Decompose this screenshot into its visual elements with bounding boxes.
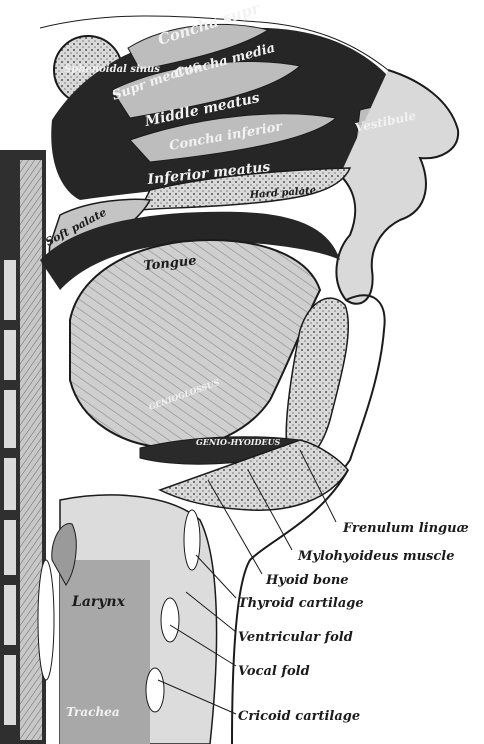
tongue-shape (70, 240, 348, 463)
hyoid-bone-label: Hyoid bone (265, 573, 349, 588)
frenulum-linguae-label: Frenulum linguæ (342, 521, 469, 536)
thyroid-cartilage-label: Thyroid cartilage (238, 596, 364, 611)
cricoid-cartilage-label: Cricoid cartilage (238, 709, 360, 724)
sphenoidal-sinus-label: Sphenoidal sinus (64, 64, 160, 75)
mylohyoideus-muscle-label: Mylohyoideus muscle (297, 549, 454, 564)
geniohyoideus-label: GENIO-HYOIDEUS (196, 437, 281, 447)
larynx-label: Larynx (71, 594, 126, 610)
ventricular-fold-label: Ventricular fold (238, 630, 353, 645)
trachea-label: Trachea (66, 705, 120, 719)
vocal-fold-label: Vocal fold (238, 664, 310, 679)
